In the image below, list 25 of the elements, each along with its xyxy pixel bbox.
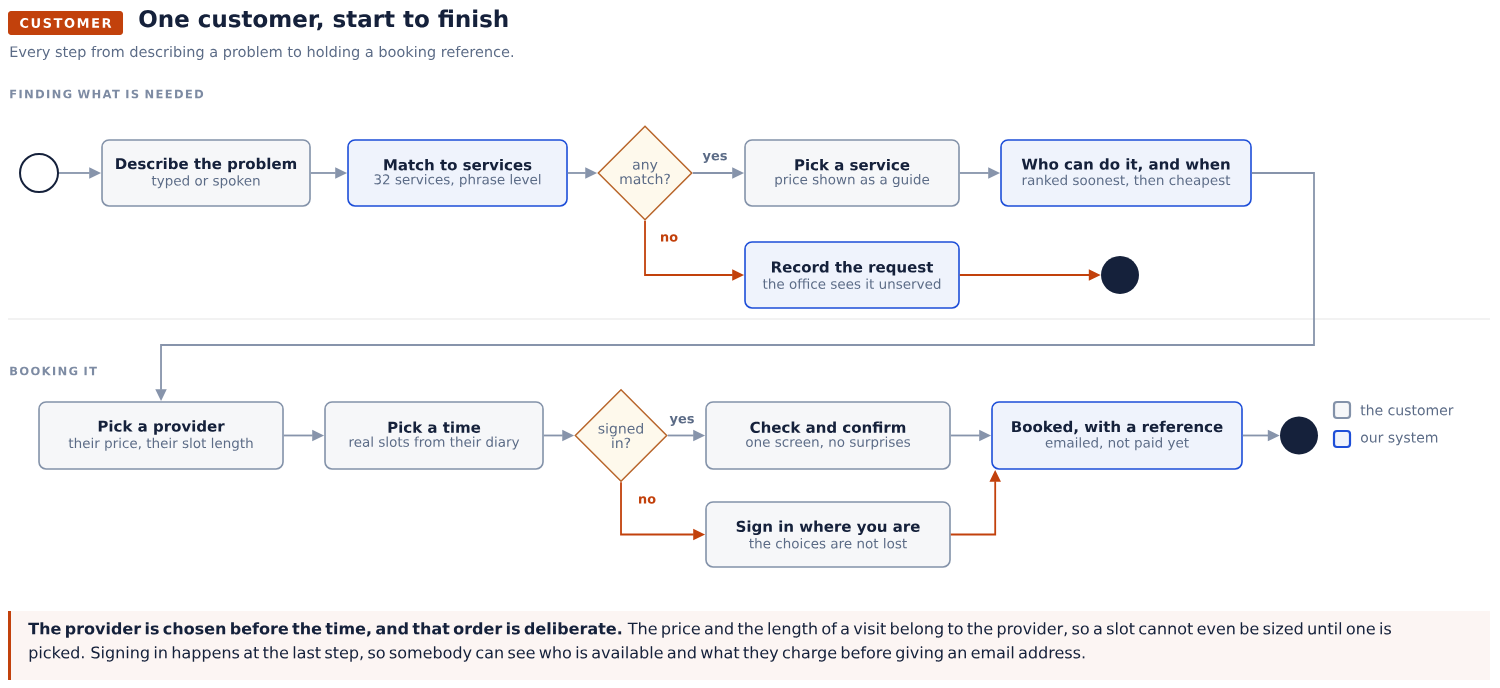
process-box: Pick a service price shown as a guide bbox=[744, 139, 960, 207]
process-box: Match to services 32 services, phrase level bbox=[347, 139, 568, 207]
subtitle: Every step from describing a problem to holding a booking reference. bbox=[10, 45, 513, 60]
end-circle bbox=[1101, 256, 1139, 294]
edge-label: yes bbox=[701, 151, 729, 165]
end-circle bbox=[1280, 416, 1318, 455]
note-panel: The provider is chosen before the time, and that order is deliberate. The price and the length of a visit belong to the provider, so a slot cannot even be sized until one is picked. Signing in happens at the last step, so somebody can see who is available and what they charge before giving an email address. bbox=[8, 611, 1490, 680]
process-box: Booked, with a reference emailed, not paid yet bbox=[991, 401, 1243, 470]
process-box: Sign in where you are the choices are not lost bbox=[705, 501, 951, 568]
process-box: Pick a provider their price, their slot length bbox=[38, 401, 284, 470]
process-box: Check and confirm one screen, no surprises bbox=[705, 401, 951, 470]
edge-label: no bbox=[636, 495, 658, 505]
title: One customer, start to finish bbox=[139, 9, 508, 31]
section-label: BOOKING IT bbox=[10, 366, 97, 376]
badge: CUSTOMER bbox=[8, 11, 123, 35]
edge-label: no bbox=[658, 233, 680, 243]
legend-label: the customer bbox=[1360, 404, 1454, 416]
process-box: Who can do it, and when ranked soonest, then cheapest bbox=[1000, 139, 1252, 207]
process-box: Describe the problem typed or spoken bbox=[101, 139, 311, 207]
edge-label: yes bbox=[668, 414, 696, 428]
section-label: FINDING WHAT IS NEEDED bbox=[10, 89, 204, 99]
start-circle bbox=[19, 153, 59, 193]
legend-label: our system bbox=[1360, 432, 1438, 446]
process-box: Record the request the office sees it unserved bbox=[744, 241, 960, 309]
process-box: Pick a time real slots from their diary bbox=[324, 401, 544, 470]
